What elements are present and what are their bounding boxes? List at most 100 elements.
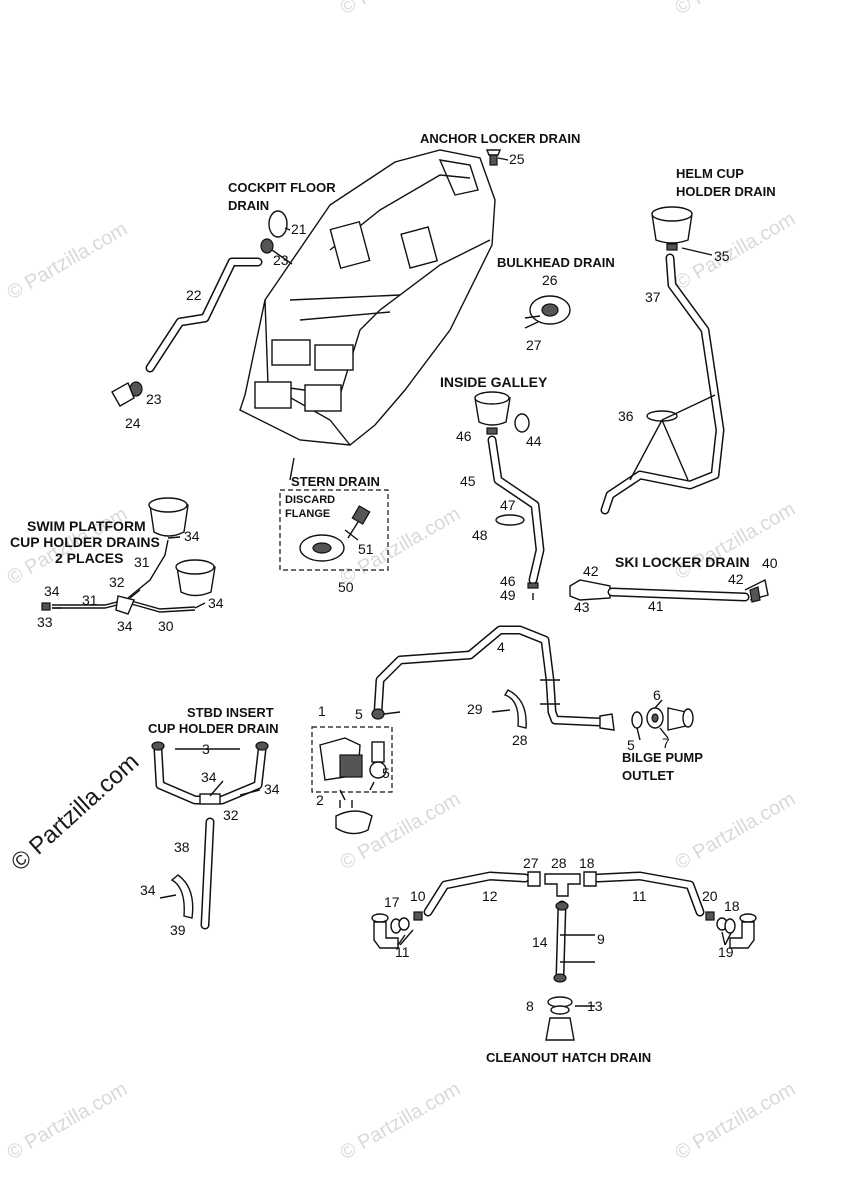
boat-hull-illustration: [239, 149, 496, 446]
watermark-10: © Partzilla.com: [672, 1078, 800, 1164]
callout-46b: 46: [500, 573, 516, 589]
callout-4: 4: [497, 639, 505, 655]
swim-platform-drain-parts: [41, 497, 216, 615]
watermark-11: © Partzilla.com: [337, 0, 465, 19]
callout-35: 35: [714, 248, 730, 264]
callout-5a: 5: [627, 737, 635, 753]
watermark-9: © Partzilla.com: [337, 1078, 465, 1164]
label-anchor-locker-drain: ANCHOR LOCKER DRAIN: [420, 131, 580, 146]
label-cleanout-hatch-drain: CLEANOUT HATCH DRAIN: [486, 1050, 651, 1065]
callout-30: 30: [158, 618, 174, 634]
watermark-12: © Partzilla.com: [672, 0, 800, 19]
bilge-pump-parts: [311, 708, 393, 835]
callout-10: 11: [632, 888, 647, 904]
callout-37: 37: [645, 289, 661, 305]
callout-31a: 31: [134, 554, 150, 570]
callout-31b: 31: [82, 592, 98, 608]
ski-locker-drain-parts: [569, 578, 769, 603]
callout-18a: 27: [523, 855, 539, 871]
callout-48: 48: [472, 527, 488, 543]
callout-6: 6: [653, 687, 661, 703]
callout-11b: 20: [702, 888, 718, 904]
cockpit-floor-drain-parts: [111, 210, 288, 407]
label-stern-drain: STERN DRAIN: [291, 474, 380, 489]
callout-36: 36: [618, 408, 634, 424]
stern-drain-parts: [279, 489, 389, 571]
callout-21: 21: [291, 221, 307, 237]
callout-15: 13: [587, 998, 603, 1014]
callout-27b: 34: [140, 882, 156, 898]
callout-47: 47: [500, 497, 516, 513]
callout-44: 44: [526, 433, 542, 449]
watermark-1: © Partzilla.com: [4, 218, 132, 304]
callout-8: 19: [718, 944, 734, 960]
callout-28b: 39: [170, 922, 186, 938]
callout-45: 45: [460, 473, 476, 489]
leader-lines: [52, 157, 732, 1007]
callout-20: 17: [384, 894, 400, 910]
watermark-large: © Partzilla.com: [6, 748, 144, 876]
callout-34c: 34: [208, 595, 224, 611]
callout-49: 49: [500, 587, 516, 603]
callout-16: 8: [526, 998, 534, 1014]
watermark-8: © Partzilla.com: [4, 1078, 132, 1164]
callout-42b: 42: [728, 571, 744, 587]
callout-18b: 10: [410, 888, 426, 904]
inside-galley-drain-parts: [474, 391, 545, 600]
callout-42a: 42: [583, 563, 599, 579]
callout-17: 12: [482, 888, 498, 904]
callout-34f: 32: [223, 807, 239, 823]
callout-26: 26: [542, 272, 558, 288]
callout-23a: 23: [273, 252, 289, 268]
callout-9: 18: [724, 898, 740, 914]
callout-34e: 3: [202, 741, 210, 757]
callout-41: 41: [648, 598, 664, 614]
watermark-7: © Partzilla.com: [672, 788, 800, 874]
callout-5b: 5: [355, 706, 363, 722]
callout-33: 33: [37, 614, 53, 630]
anchor-locker-drain-part: [485, 149, 502, 166]
callout-43: 43: [574, 599, 590, 615]
callout-51: 51: [358, 541, 374, 557]
callout-27a: 27: [526, 337, 542, 353]
callout-34b: 34: [44, 583, 60, 599]
callout-29: 29: [467, 701, 483, 717]
label-ski-locker-drain: SKI LOCKER DRAIN: [615, 554, 750, 570]
callout-50: 50: [338, 579, 354, 595]
callout-34d: 34: [117, 618, 133, 634]
part-number-callouts: 25 21 23 22 23 24 35 26 27 37 44 46 36 4…: [37, 151, 778, 1014]
callout-32b: 34: [201, 769, 217, 785]
label-inside-galley: INSIDE GALLEY: [440, 374, 548, 390]
stbd-insert-drain-parts: [151, 741, 269, 930]
bilge-pump-line-parts: [373, 625, 694, 731]
callout-46a: 46: [456, 428, 472, 444]
callout-28a: 28: [512, 732, 528, 748]
callout-38: 34: [264, 781, 280, 797]
callout-2: 5: [382, 765, 390, 781]
callout-19: 11: [395, 944, 410, 960]
callout-32a: 32: [109, 574, 125, 590]
callout-13: 14: [532, 934, 548, 950]
callout-25: 25: [509, 151, 525, 167]
callout-14: 9: [597, 931, 605, 947]
callout-12: 28: [551, 855, 567, 871]
callout-7: 7: [662, 735, 670, 751]
helm-cup-holder-drain-parts: [600, 206, 725, 515]
callout-39: 38: [174, 839, 190, 855]
callout-24: 24: [125, 415, 141, 431]
callout-1: 1: [318, 703, 326, 719]
callout-11a: 18: [579, 855, 595, 871]
callout-23b: 23: [146, 391, 162, 407]
cleanout-hatch-drain-parts: [371, 871, 757, 1041]
bulkhead-drain-parts: [524, 295, 571, 329]
label-bulkhead-drain: BULKHEAD DRAIN: [497, 255, 615, 270]
callout-34a: 34: [184, 528, 200, 544]
